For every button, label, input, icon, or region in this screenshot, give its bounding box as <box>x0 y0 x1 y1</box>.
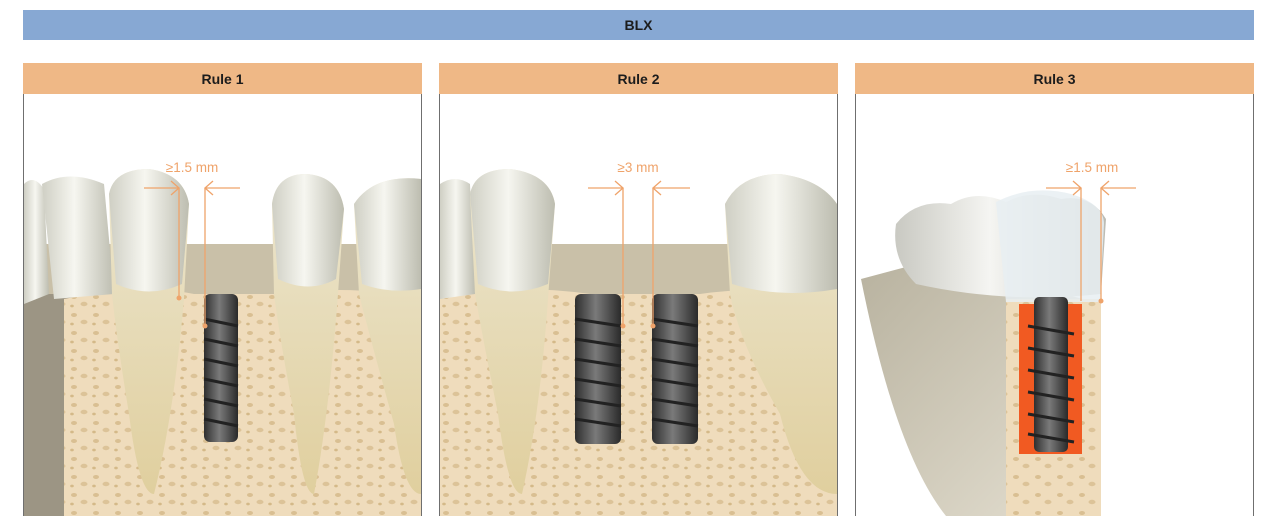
panel-title: Rule 3 <box>1033 71 1075 87</box>
panel-rule-2: Rule 2 <box>439 63 838 516</box>
panel-rule-3: Rule 3 <box>855 63 1254 516</box>
title-bar: BLX <box>23 10 1254 40</box>
panel-rule-1: Rule 1 <box>23 63 422 516</box>
panel-header: Rule 1 <box>23 63 422 94</box>
panel-title: Rule 1 <box>201 71 243 87</box>
panel-title: Rule 2 <box>617 71 659 87</box>
panel-header: Rule 2 <box>439 63 838 94</box>
implant-illustration: ≥1.5 mm <box>24 94 421 516</box>
panel-header: Rule 3 <box>855 63 1254 94</box>
measurement-label: ≥1.5 mm <box>1066 160 1118 175</box>
measurement-label: ≥3 mm <box>617 160 658 175</box>
illustration-rule-3: ≥1.5 mm <box>855 94 1254 516</box>
page-title: BLX <box>625 17 653 33</box>
tooth <box>42 177 114 300</box>
crown <box>996 190 1104 302</box>
implant-illustration: ≥3 mm <box>440 94 837 516</box>
implant-illustration: ≥1.5 mm <box>856 94 1253 516</box>
illustration-rule-1: ≥1.5 mm <box>23 94 422 516</box>
measurement-label: ≥1.5 mm <box>166 160 218 175</box>
illustration-rule-2: ≥3 mm <box>439 94 838 516</box>
